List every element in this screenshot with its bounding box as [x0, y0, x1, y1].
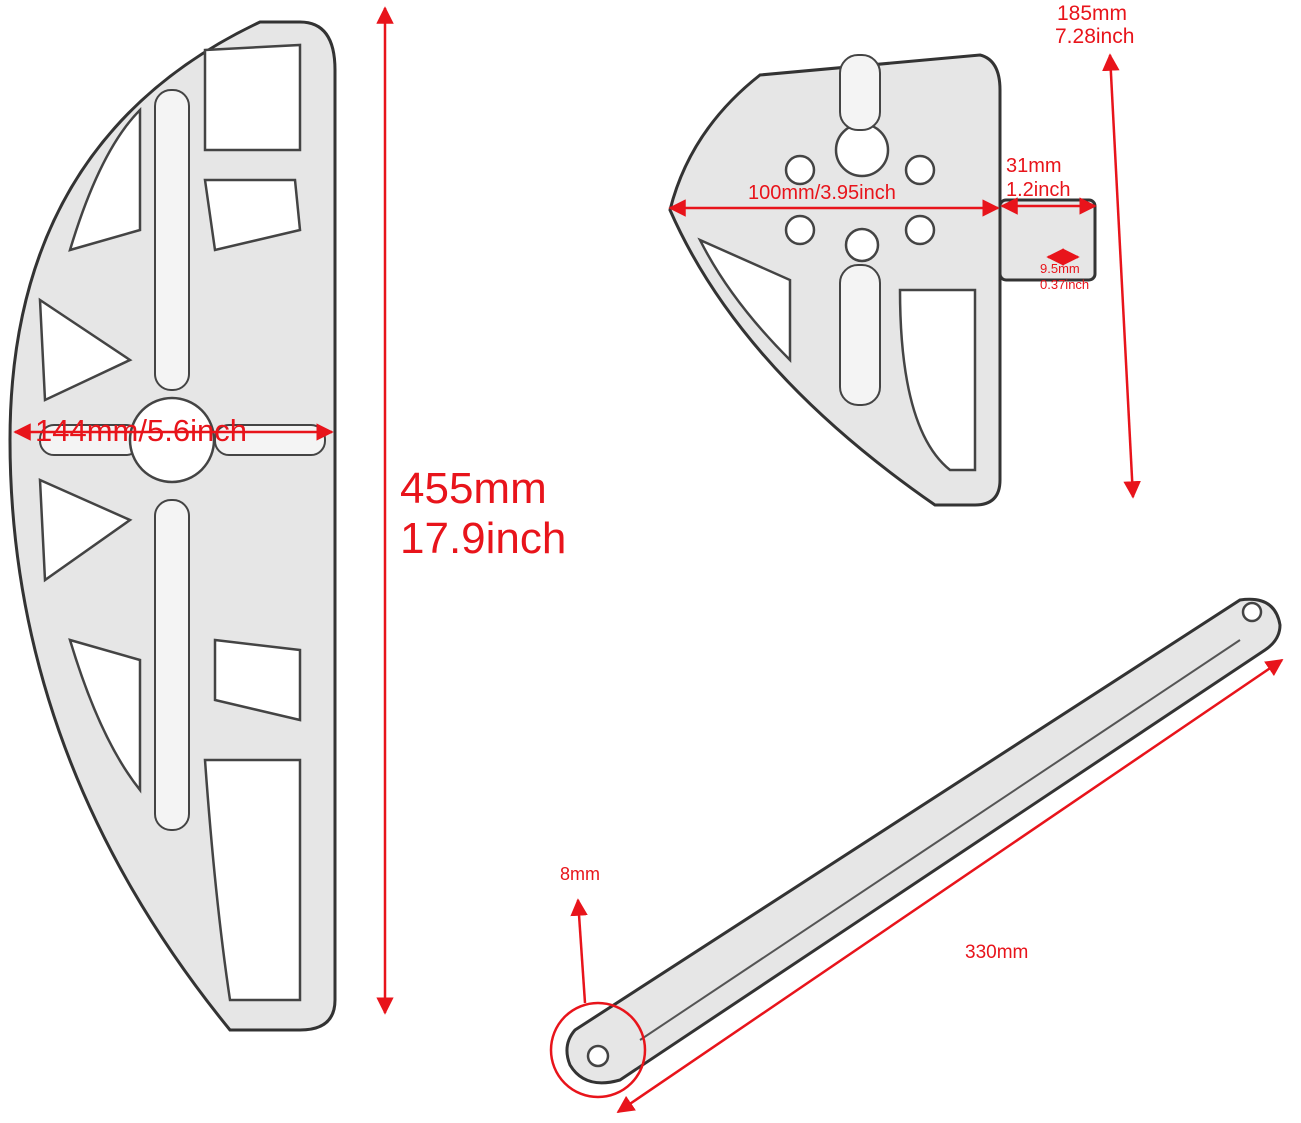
rod-length-arrow	[616, 658, 1284, 1114]
floorboard-height-mm: 455mm	[400, 464, 547, 513]
peg-height-inch: 7.28inch	[1055, 25, 1134, 48]
floorboard-part	[8, 20, 337, 1032]
peg-height-mm: 185mm	[1057, 2, 1127, 25]
peg-shank-mm: 31mm	[1006, 155, 1062, 177]
peg-shank-inch: 1.2inch	[1006, 179, 1071, 201]
peg-hole-inch: 0.37inch	[1040, 277, 1089, 292]
floorboard-height-inch: 17.9inch	[400, 514, 566, 563]
peg-part	[668, 53, 1097, 507]
peg-height-arrow	[1102, 53, 1141, 499]
rod-part	[565, 597, 1282, 1085]
rod-hole-label: 8mm	[560, 864, 600, 884]
rod-hole-arrow	[570, 898, 588, 1004]
floorboard-width-label: 144mm/5.6inch	[35, 413, 247, 448]
peg-hole-mm: 9.5mm	[1040, 261, 1080, 276]
rod-length-label: 330mm	[965, 942, 1028, 963]
peg-width-label: 100mm/3.95inch	[748, 182, 896, 204]
